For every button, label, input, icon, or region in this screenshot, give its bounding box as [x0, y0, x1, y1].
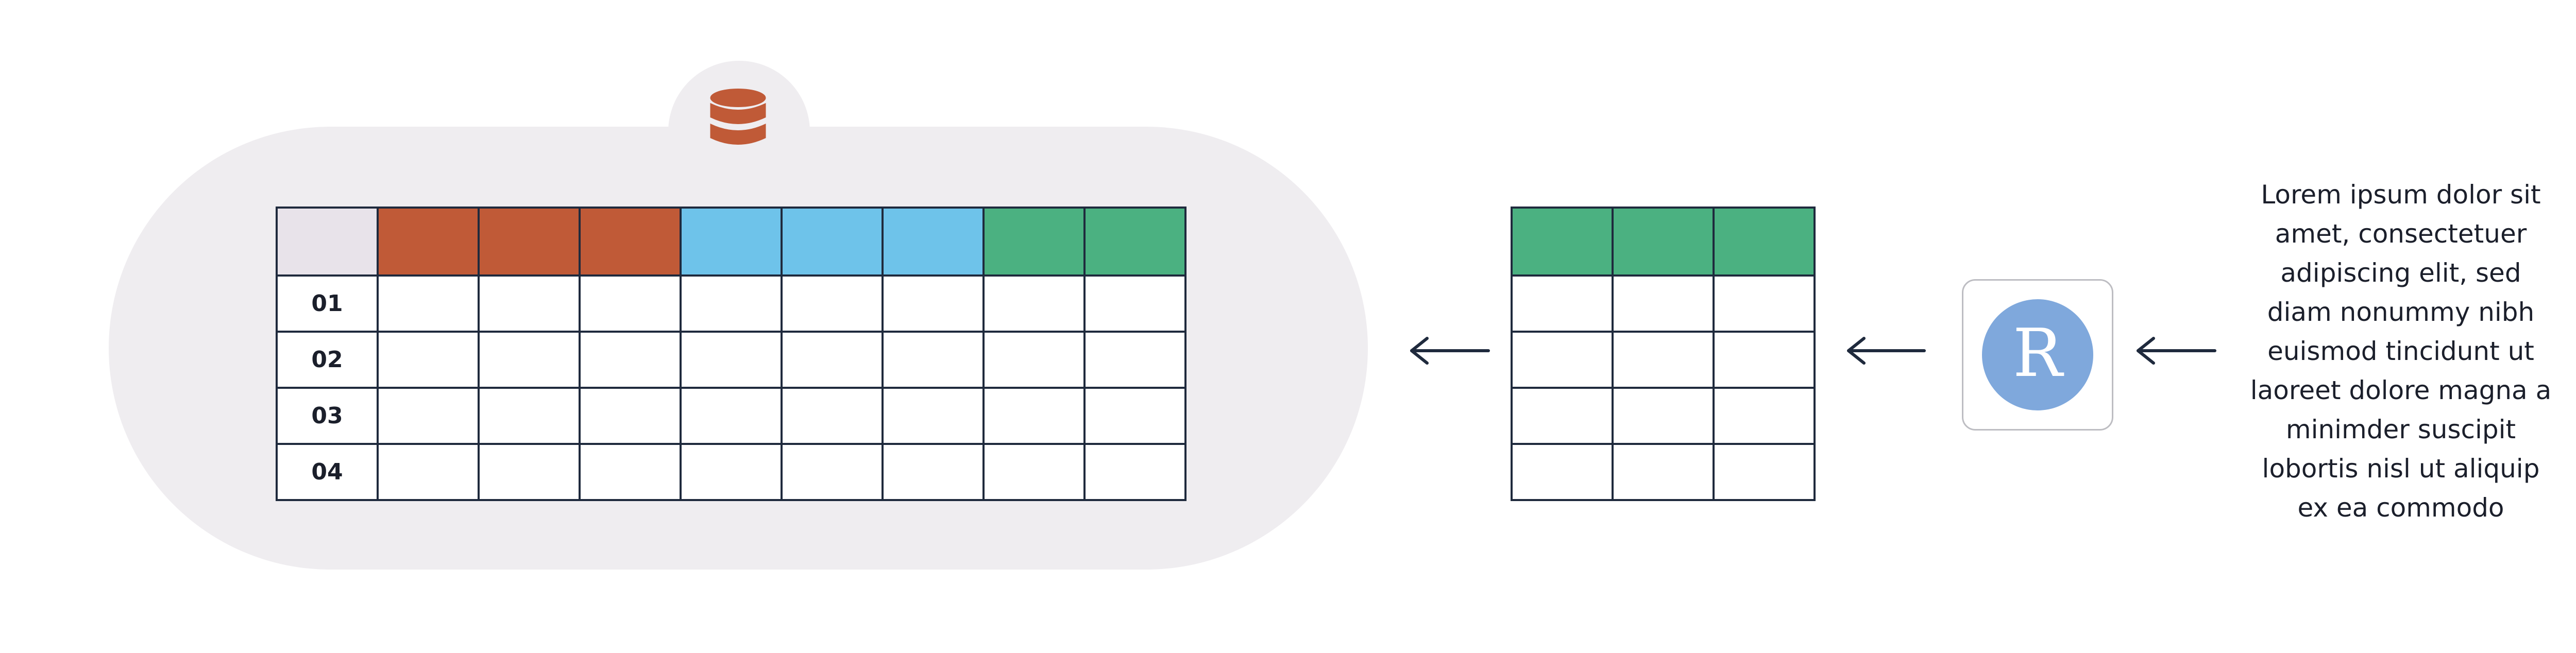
table-cell [1511, 443, 1614, 501]
table-cell [478, 443, 581, 501]
table-cell [1713, 331, 1816, 389]
r-logo-icon: R [1982, 299, 2093, 410]
arrow-left-icon [1408, 335, 1490, 366]
header-cell-group-2 [882, 207, 985, 277]
table-row [1511, 387, 1816, 445]
table-cell [1612, 387, 1715, 445]
table-cell [478, 387, 581, 445]
header-cell [1713, 207, 1816, 277]
table-row: 02 [276, 331, 1187, 389]
database-table-header-row [276, 207, 1187, 277]
table-cell [1713, 387, 1816, 445]
table-cell [377, 274, 480, 333]
output-table-header-row [1511, 207, 1816, 277]
table-cell [781, 274, 884, 333]
table-cell [781, 387, 884, 445]
table-cell [1083, 443, 1187, 501]
description-text: Lorem ipsum dolor sit amet, consectetuer… [2250, 180, 2552, 523]
table-cell [680, 443, 783, 501]
table-cell [1713, 274, 1816, 333]
table-cell [579, 331, 682, 389]
header-cell [1511, 207, 1614, 277]
table-cell [882, 274, 985, 333]
table-cell [377, 443, 480, 501]
table-cell [882, 443, 985, 501]
table-cell [680, 331, 783, 389]
table-cell [478, 331, 581, 389]
table-cell [579, 387, 682, 445]
table-row [1511, 274, 1816, 333]
header-cell [1612, 207, 1715, 277]
corner-cell [276, 207, 379, 277]
output-table [1511, 207, 1816, 501]
table-cell [1511, 387, 1614, 445]
header-cell-group-1 [377, 207, 480, 277]
table-cell [579, 274, 682, 333]
header-cell-group-2 [781, 207, 884, 277]
table-cell [1083, 387, 1187, 445]
table-cell [680, 274, 783, 333]
table-row [1511, 443, 1816, 501]
table-row: 03 [276, 387, 1187, 445]
table-cell [982, 387, 1086, 445]
r-tool-card: R [1962, 279, 2113, 431]
table-cell [579, 443, 682, 501]
table-cell [781, 331, 884, 389]
row-label: 03 [276, 387, 379, 445]
row-label: 01 [276, 274, 379, 333]
table-cell [478, 274, 581, 333]
table-cell [377, 331, 480, 389]
table-cell [1083, 331, 1187, 389]
table-cell [781, 443, 884, 501]
table-cell [1511, 274, 1614, 333]
table-cell [1612, 443, 1715, 501]
table-cell [882, 331, 985, 389]
r-logo-letter: R [2012, 315, 2063, 392]
row-label: 02 [276, 331, 379, 389]
table-cell [1511, 331, 1614, 389]
arrow-left-icon [1844, 335, 1927, 366]
header-cell-group-3 [1083, 207, 1187, 277]
table-cell [1083, 274, 1187, 333]
table-row: 04 [276, 443, 1187, 501]
header-cell-group-2 [680, 207, 783, 277]
table-cell [1612, 331, 1715, 389]
arrow-left-icon [2134, 335, 2216, 366]
row-label: 04 [276, 443, 379, 501]
table-cell [680, 387, 783, 445]
table-cell [982, 331, 1086, 389]
header-cell-group-1 [579, 207, 682, 277]
header-cell-group-3 [982, 207, 1086, 277]
database-icon [708, 88, 768, 156]
table-cell [882, 387, 985, 445]
table-cell [1713, 443, 1816, 501]
table-cell [1612, 274, 1715, 333]
table-cell [982, 274, 1086, 333]
header-cell-group-1 [478, 207, 581, 277]
table-cell [377, 387, 480, 445]
table-row: 01 [276, 274, 1187, 333]
table-cell [982, 443, 1086, 501]
table-row [1511, 331, 1816, 389]
database-table: 01 02 03 04 [276, 207, 1187, 501]
